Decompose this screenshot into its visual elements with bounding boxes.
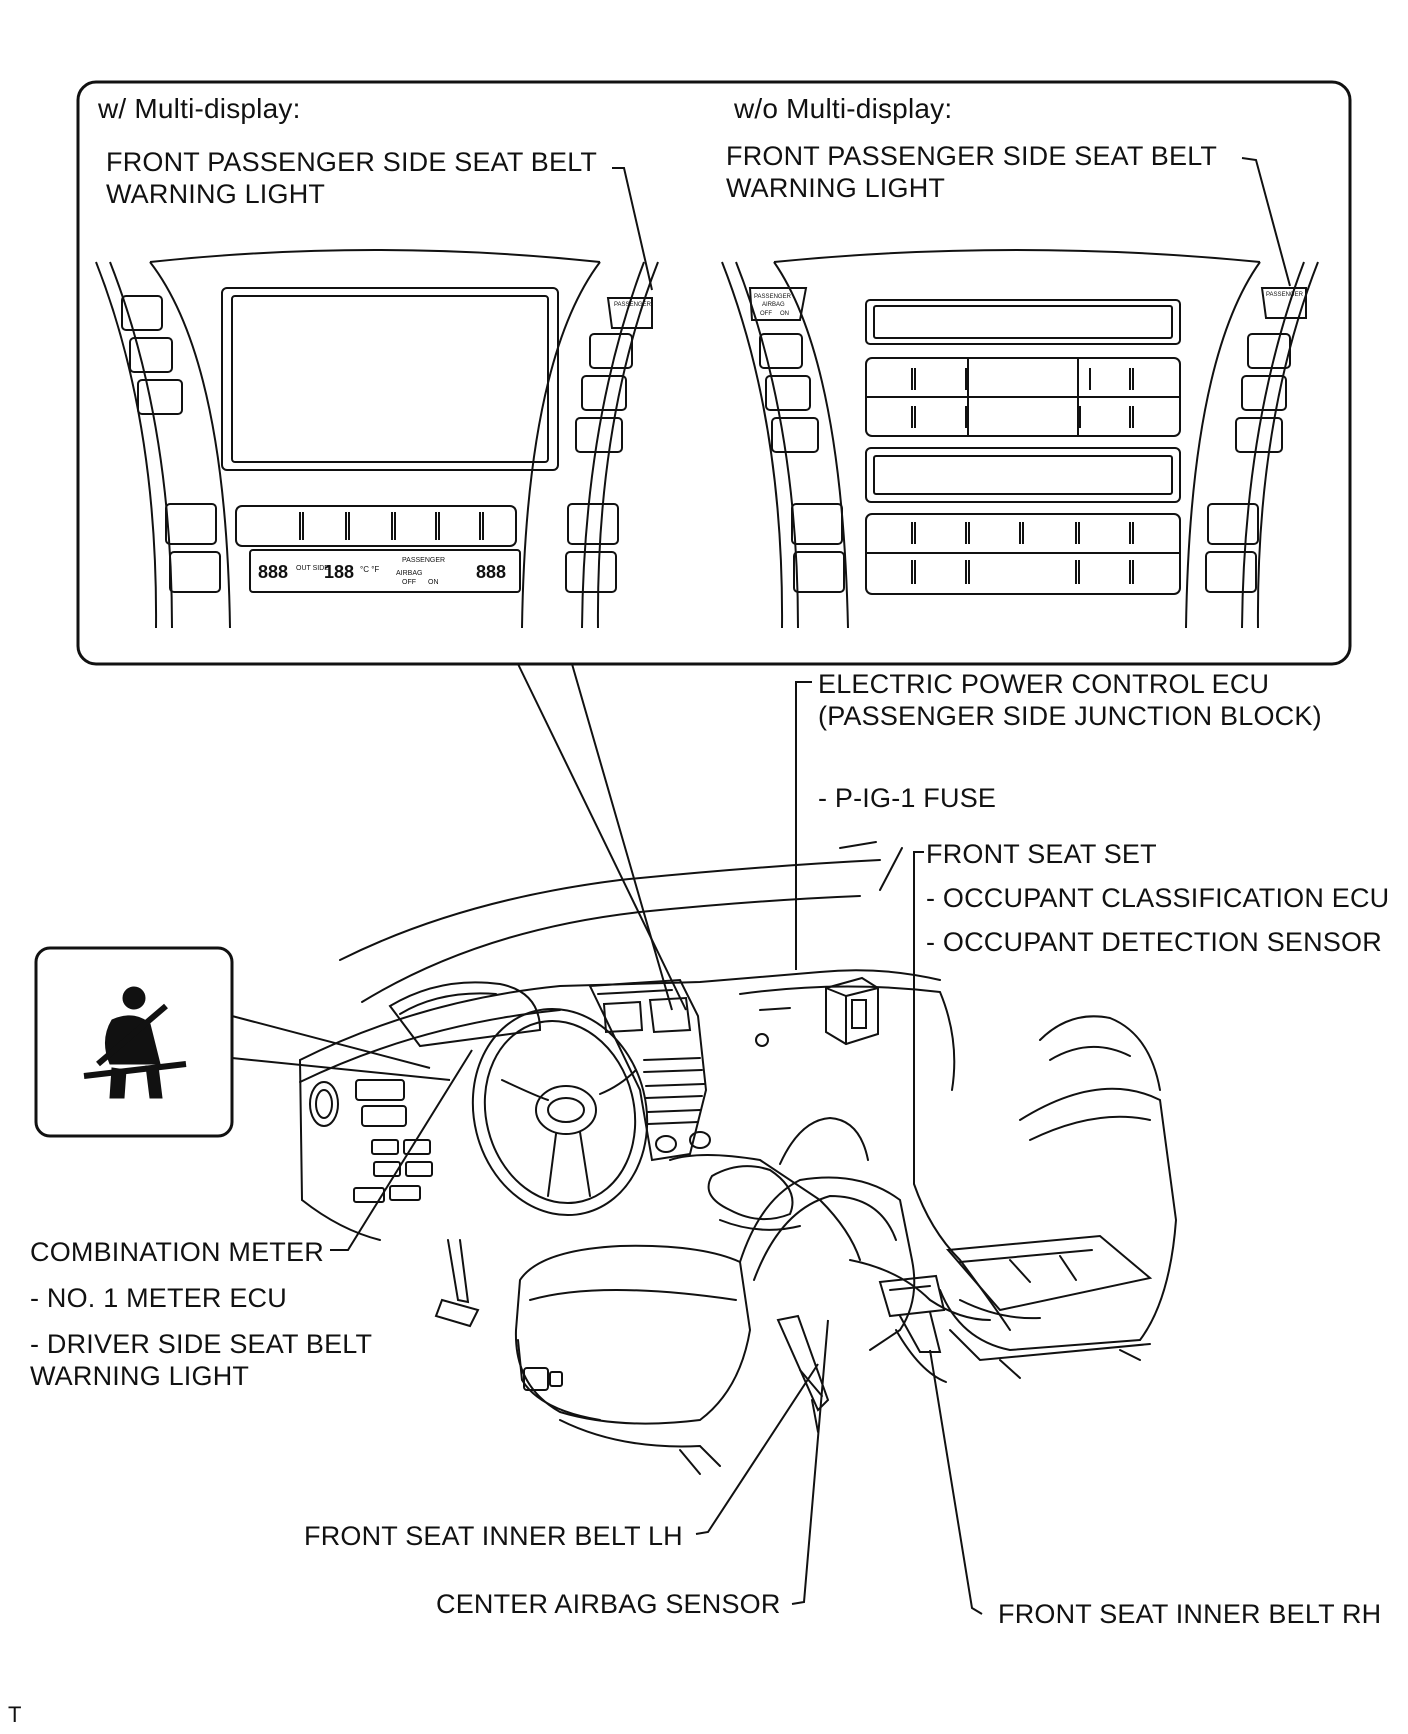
label-electric-power-ecu-2: (PASSENGER SIDE JUNCTION BLOCK) bbox=[818, 701, 1322, 731]
label-center-airbag: CENTER AIRBAG SENSOR bbox=[436, 1589, 781, 1619]
airbag-indicator-line2: AIRBAG bbox=[762, 302, 785, 308]
passenger-airbag-indicator bbox=[748, 287, 808, 321]
seat-belt-warning-icon bbox=[83, 986, 187, 1099]
airbag-indicator-on: ON bbox=[780, 311, 789, 317]
label-passenger-warning-left-2: WARNING LIGHT bbox=[106, 179, 326, 209]
svg-text:ON: ON bbox=[428, 579, 439, 586]
svg-text:OUT SIDE: OUT SIDE bbox=[296, 565, 329, 572]
label-occupant-sensor: - OCCUPANT DETECTION SENSOR bbox=[926, 927, 1382, 957]
svg-text:188: 188 bbox=[324, 562, 354, 582]
airbag-indicator-off: OFF bbox=[760, 311, 772, 317]
indicator-text-2: PASSENGER bbox=[1266, 292, 1304, 298]
label-passenger-warning-right-1: FRONT PASSENGER SIDE SEAT BELT bbox=[726, 141, 1218, 171]
label-meter-ecu: - NO. 1 METER ECU bbox=[30, 1283, 287, 1313]
label-electric-power-ecu-1: ELECTRIC POWER CONTROL ECU bbox=[818, 669, 1270, 699]
label-front-seat-set: FRONT SEAT SET bbox=[926, 839, 1157, 869]
label-occupant-ecu: - OCCUPANT CLASSIFICATION ECU bbox=[926, 883, 1390, 913]
panel-without-multi-display bbox=[721, 249, 1319, 629]
label-combination-meter: COMBINATION METER bbox=[30, 1237, 324, 1267]
label-fuse: - P-IG-1 FUSE bbox=[818, 783, 997, 813]
corner-mark: T bbox=[8, 1702, 22, 1727]
label-passenger-warning-right-2: WARNING LIGHT bbox=[726, 173, 946, 203]
indicator-text-1: PASSENGER bbox=[614, 302, 652, 308]
label-inner-belt-lh: FRONT SEAT INNER BELT LH bbox=[304, 1521, 683, 1551]
label-driver-warning-2: WARNING LIGHT bbox=[30, 1361, 250, 1391]
heading-with-multi-display: w/ Multi-display: bbox=[98, 93, 301, 124]
svg-text:888: 888 bbox=[258, 562, 288, 582]
inset-frame bbox=[76, 80, 1352, 666]
svg-text:OFF: OFF bbox=[402, 579, 416, 586]
label-passenger-warning-left-1: FRONT PASSENGER SIDE SEAT BELT bbox=[106, 147, 598, 177]
svg-text:°C °F: °C °F bbox=[360, 565, 379, 574]
svg-text:AIRBAG: AIRBAG bbox=[396, 570, 422, 577]
label-inner-belt-rh: FRONT SEAT INNER BELT RH bbox=[998, 1599, 1382, 1629]
airbag-indicator-line1: PASSENGER bbox=[754, 294, 792, 300]
svg-text:PASSENGER: PASSENGER bbox=[402, 557, 445, 564]
svg-text:888: 888 bbox=[476, 562, 506, 582]
passenger-seatbelt-indicator bbox=[606, 297, 653, 329]
seat-belt-warning-inset bbox=[34, 946, 234, 1138]
heading-without-multi-display: w/o Multi-display: bbox=[734, 93, 953, 124]
label-driver-warning-1: - DRIVER SIDE SEAT BELT bbox=[30, 1329, 373, 1359]
dashboard-drawing bbox=[299, 841, 1178, 1475]
lcd-readout: 888 OUT SIDE 188 °C °F PASSENGER AIRBAG … bbox=[258, 557, 506, 586]
passenger-seatbelt-indicator-2 bbox=[1260, 287, 1307, 319]
panel-with-multi-display bbox=[95, 249, 659, 629]
